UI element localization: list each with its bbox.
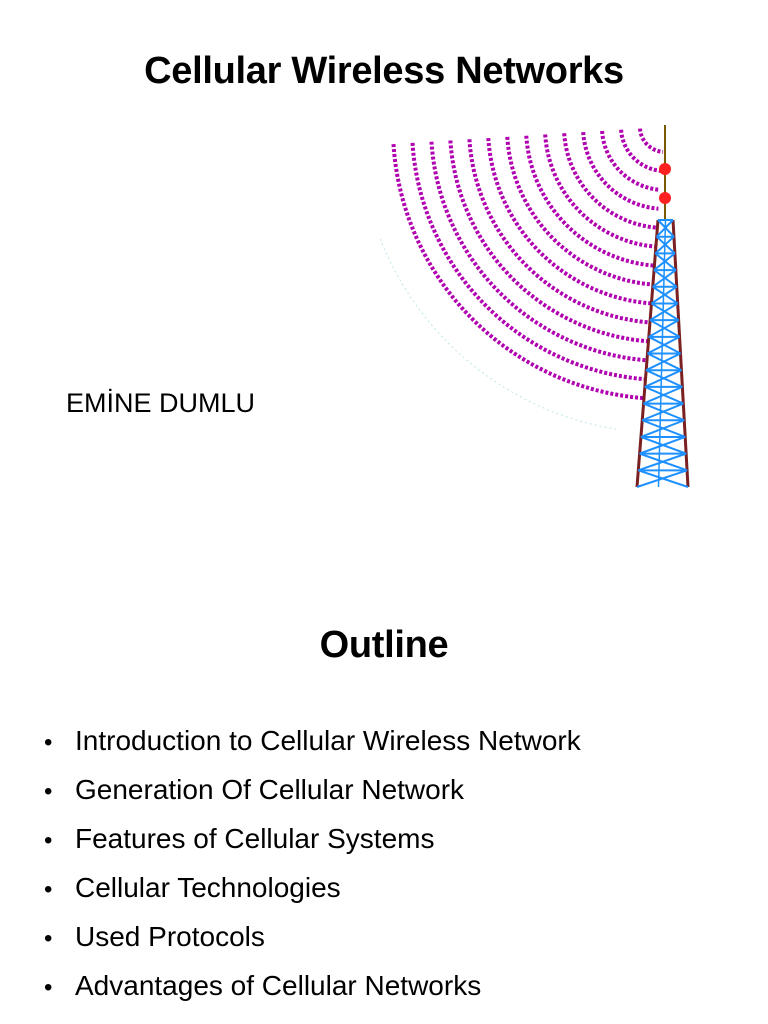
author-name: EMİNE DUMLU bbox=[66, 388, 256, 418]
wave-arc bbox=[486, 137, 652, 306]
tower-brace bbox=[645, 352, 681, 372]
antenna-light bbox=[659, 192, 671, 204]
wave-arc bbox=[524, 135, 655, 268]
tower-brace bbox=[654, 235, 675, 255]
wave-arc bbox=[410, 142, 645, 382]
outline-slide: Outline •Introduction to Cellular Wirele… bbox=[0, 512, 768, 1024]
outline-list: •Introduction to Cellular Wireless Netwo… bbox=[44, 716, 581, 1010]
wave-arc bbox=[467, 139, 650, 325]
tower-brace bbox=[641, 402, 684, 422]
wave-arc bbox=[448, 140, 648, 344]
tower-brace bbox=[644, 369, 682, 388]
tower-brace bbox=[640, 419, 685, 438]
wave-arc bbox=[581, 131, 659, 211]
list-item: •Features of Cellular Systems bbox=[44, 814, 581, 863]
bullet-icon: • bbox=[44, 974, 53, 1001]
list-item: •Generation Of Cellular Network bbox=[44, 765, 581, 814]
wave-arc bbox=[505, 136, 653, 287]
tower-brace bbox=[652, 269, 677, 288]
wave-arc bbox=[638, 128, 664, 154]
wave-arc bbox=[619, 129, 662, 173]
tower-brace bbox=[647, 335, 681, 355]
tower-brace bbox=[643, 385, 683, 405]
wave-arc bbox=[562, 133, 658, 230]
tower-brace bbox=[649, 302, 679, 321]
tower-brace bbox=[655, 219, 674, 238]
bullet-icon: • bbox=[44, 925, 53, 952]
radio-waves bbox=[380, 128, 664, 431]
tower-brace bbox=[636, 469, 688, 488]
bullet-icon: • bbox=[44, 876, 53, 903]
title-slide: Cellular Wireless Networks EMİNE DUMLU bbox=[66, 50, 690, 488]
wave-arc bbox=[429, 141, 647, 363]
bullet-icon: • bbox=[44, 827, 53, 854]
list-item: •Cellular Technologies bbox=[44, 863, 581, 912]
wave-arc bbox=[391, 143, 644, 401]
bullet-icon: • bbox=[44, 778, 53, 805]
list-item: •Advantages of Cellular Networks bbox=[44, 961, 581, 1010]
wave-arc bbox=[543, 134, 656, 249]
tower-brace bbox=[653, 252, 676, 271]
slide-title: Cellular Wireless Networks bbox=[144, 50, 624, 92]
slide-title: Outline bbox=[319, 624, 449, 666]
tower-brace bbox=[637, 452, 687, 472]
bullet-icon: • bbox=[44, 729, 53, 756]
cell-tower-illustration bbox=[380, 125, 690, 488]
tower-icon bbox=[635, 125, 690, 488]
list-item: •Used Protocols bbox=[44, 912, 581, 961]
tower-brace bbox=[639, 435, 686, 455]
tower-brace bbox=[648, 319, 680, 338]
antenna-light bbox=[659, 163, 671, 175]
wave-arc bbox=[600, 130, 661, 192]
tower-brace bbox=[650, 285, 678, 305]
list-item: •Introduction to Cellular Wireless Netwo… bbox=[44, 716, 581, 765]
